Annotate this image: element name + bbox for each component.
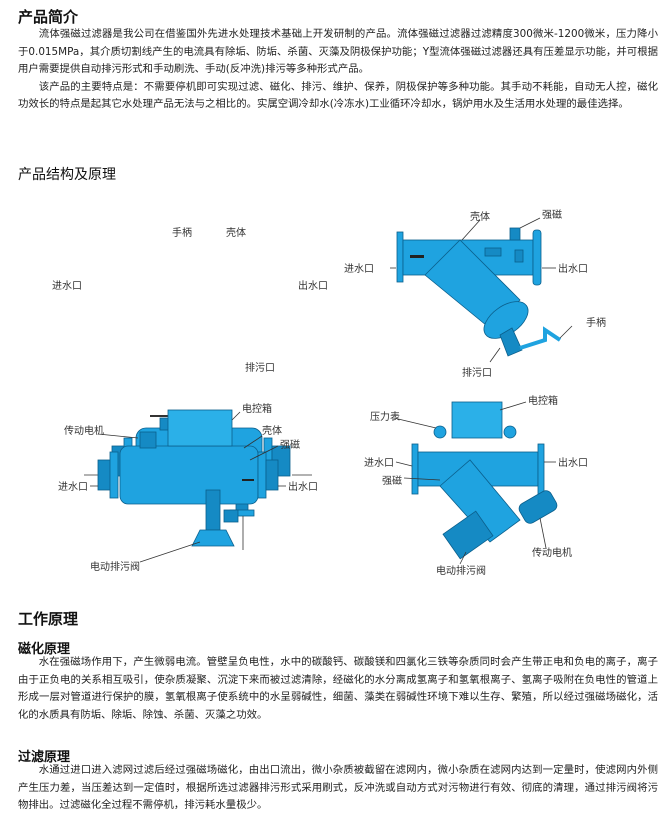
structure-title: 产品结构及原理 <box>18 167 116 183</box>
label-outlet-1: 出水口 <box>298 279 328 292</box>
diagram-y-type-filter <box>390 217 573 363</box>
label-outlet-3: 出水口 <box>288 480 318 493</box>
magnetization-text: 水在强磁场作用下，产生微弱电流。管壁呈负电性，水中的碳酸钙、碳酸镁和四氯化三铁等… <box>18 654 658 724</box>
label-control-box-4: 电控箱 <box>528 394 558 407</box>
intro-title: 产品简介 <box>18 8 79 26</box>
label-drain-1: 排污口 <box>245 361 275 374</box>
label-magnet-2: 强磁 <box>542 208 562 221</box>
diagram-auto-horizontal-filter <box>90 409 286 563</box>
label-control-box-3: 电控箱 <box>242 402 272 415</box>
intro-paragraph-2: 该产品的主要特点是：不需要停机即可实现过滤、磁化、排污、维护、保养，阴极保护等多… <box>18 80 658 111</box>
label-motor-4: 传动电机 <box>532 546 572 559</box>
magnetization-title: 磁化原理 <box>18 642 71 657</box>
filtration-text: 水通过进口进入滤网过滤后经过强磁场磁化，由出口流出，微小杂质被截留在滤网内，微小… <box>18 762 658 815</box>
label-drain-2: 排污口 <box>462 366 492 379</box>
label-shell-2: 壳体 <box>470 210 490 223</box>
filtration-title: 过滤原理 <box>18 750 71 765</box>
label-inlet-1: 进水口 <box>52 280 82 292</box>
label-outlet-2: 出水口 <box>558 262 588 275</box>
label-valve-3: 电动排污阀 <box>90 560 140 573</box>
label-motor-3: 传动电机 <box>64 424 104 437</box>
label-handle-1: 手柄 <box>172 226 192 239</box>
filtration-paragraph: 水通过进口进入滤网过滤后经过强磁场磁化，由出口流出，微小杂质被截留在滤网内，微小… <box>18 764 658 811</box>
principle-title: 工作原理 <box>18 610 79 628</box>
label-inlet-3: 进水口 <box>58 481 88 493</box>
diagram-auto-y-type-filter <box>393 401 558 565</box>
magnetization-paragraph: 水在强磁场作用下，产生微弱电流。管壁呈负电性，水中的碳酸钙、碳酸镁和四氯化三铁等… <box>18 656 658 721</box>
label-magnet-3: 强磁 <box>280 438 300 451</box>
label-magnet-4: 强磁 <box>382 474 402 487</box>
intro-text: 流体强磁过滤器是我公司在借鉴国外先进水处理技术基础上开发研制的产品。流体强磁过滤… <box>18 26 658 114</box>
label-gauge-4: 压力表 <box>370 410 400 423</box>
label-handle-2: 手柄 <box>586 316 606 329</box>
label-outlet-4: 出水口 <box>558 456 588 469</box>
label-shell-3: 壳体 <box>262 424 282 437</box>
label-inlet-2: 进水口 <box>344 263 374 275</box>
label-shell-1: 壳体 <box>226 226 246 239</box>
label-inlet-4: 进水口 <box>364 457 394 469</box>
intro-paragraph-1: 流体强磁过滤器是我公司在借鉴国外先进水处理技术基础上开发研制的产品。流体强磁过滤… <box>18 28 658 75</box>
structure-diagrams: 手柄 壳体 进水口 出水口 排污口 壳体 强磁 进水口 出水口 <box>52 208 606 577</box>
label-valve-4: 电动排污阀 <box>436 564 486 577</box>
